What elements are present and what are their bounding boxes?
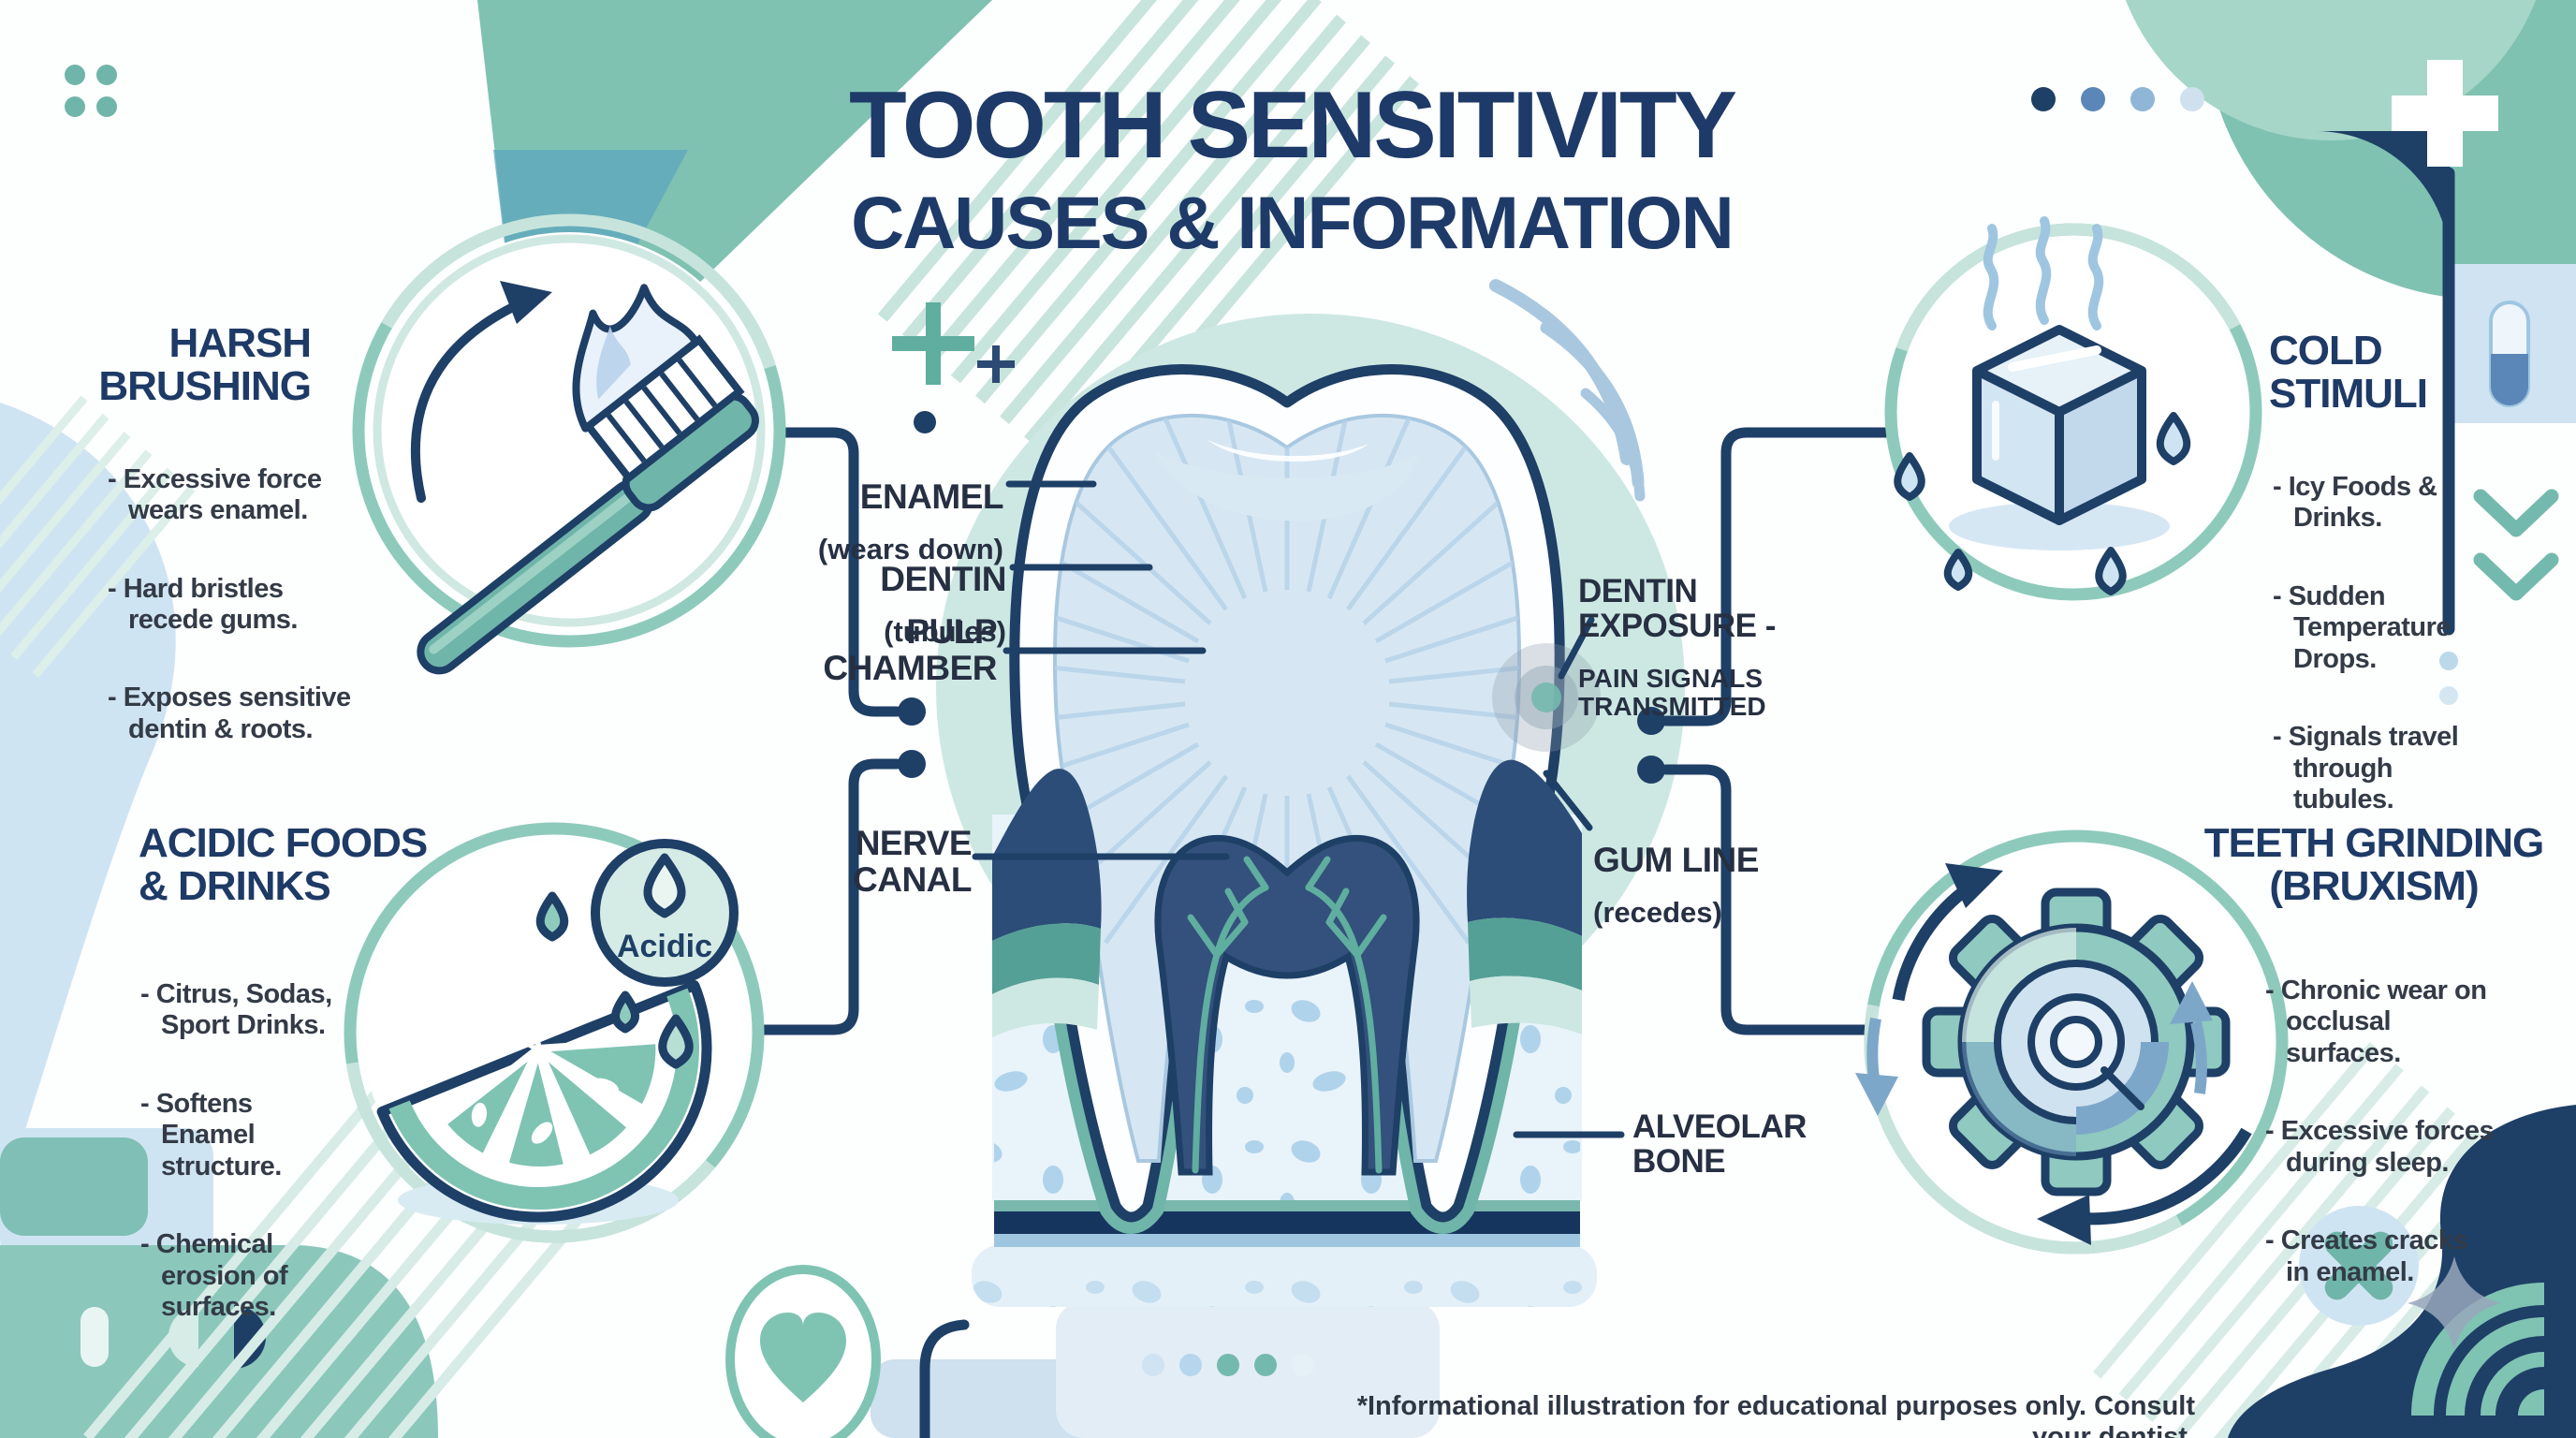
nerve-branches (1187, 856, 1387, 1174)
bottom-right-decor (2093, 1042, 2576, 1438)
droplet-icon (1894, 412, 2191, 595)
section-title-acidic-foods: ACIDIC FOODS & DRINKS (139, 820, 428, 909)
navy-quarter-shape (2316, 131, 2450, 265)
bullet-item: - Icy Foods & Drinks. (2273, 471, 2437, 534)
section-title-teeth-grinding: TEETH GRINDING (BRUXISM) (2203, 820, 2544, 909)
label-enamel-sub: (wears down) (817, 532, 1003, 565)
label-gum-line-title: GUM LINE (1593, 841, 1759, 879)
pulp-chamber (1154, 834, 1420, 1176)
citrus-slice-icon (344, 822, 765, 1243)
bullet-item: - Exposes sensitive dentin & roots. (108, 682, 351, 744)
connector-lines (754, 427, 1895, 1138)
stripes-left (0, 395, 196, 678)
connector-dots (898, 697, 1665, 784)
top-right-decor (2031, 0, 2576, 705)
acidic-badge-label: Acidic (616, 929, 713, 964)
section-bullets-teeth-grinding: - Chronic wear on occlusal surfaces. - E… (2265, 944, 2527, 1335)
footnote-disclaimer: *Informational illustration for educatio… (1356, 1391, 2195, 1438)
bottom-center-decor (725, 1265, 1440, 1438)
droplet-icon (535, 891, 694, 1069)
label-enamel: ENAMEL (wears down) (786, 462, 1004, 581)
page-title-line2: CAUSES & INFORMATION (851, 181, 1734, 264)
sensitivity-waves-icon (1489, 279, 1646, 502)
chevron-down-icon (2473, 489, 2559, 601)
label-dentin-exposure: DENTIN EXPOSURE - PAIN SIGNALS TRANSMITT… (1578, 558, 1812, 738)
bullet-item: - Excessive forces during sleep. (2265, 1116, 2495, 1178)
toothbrush-icon (352, 213, 786, 675)
label-pulp-chamber: PULP CHAMBER (823, 612, 997, 687)
label-dentin-sub: (tubules) (884, 614, 1006, 648)
label-dentin-exposure-title: DENTIN EXPOSURE - (1578, 573, 1776, 644)
label-dentin: DENTIN (tubules) (786, 545, 1006, 664)
section-bullets-cold-stimuli: - Icy Foods & Drinks. - Sudden Temperatu… (2273, 440, 2516, 863)
bullet-item: - Chronic wear on occlusal surfaces. (2265, 975, 2487, 1068)
label-enamel-title: ENAMEL (859, 477, 1004, 516)
label-gum-line-sub: (recedes) (1593, 895, 1722, 929)
bullet-item: - Hard bristles recede gums. (108, 573, 298, 636)
accent-dot (914, 411, 936, 433)
label-dentin-title: DENTIN (880, 560, 1006, 598)
section-title-cold-stimuli: COLD STIMULI (2269, 328, 2428, 417)
acidic-badge (591, 839, 739, 987)
dot-row-bottom (1142, 1354, 1314, 1376)
medical-cross-icon (2392, 60, 2498, 167)
bullet-item: - Excessive force wears enamel. (108, 463, 322, 526)
pain-spot (1492, 643, 1601, 752)
rotation-arrows (1855, 863, 2252, 1245)
page-title-line1: TOOTH SENSITIVITY (848, 73, 1737, 178)
section-bullets-harsh-brushing: - Excessive force wears enamel. - Hard b… (108, 433, 359, 792)
label-gum-line: GUM LINE (recedes) (1593, 826, 1808, 945)
steam-icon (1983, 216, 2104, 330)
pill-icon (2489, 301, 2530, 407)
bullet-item: - Sudden Temperature Drops. (2273, 580, 2452, 674)
label-alveolar-bone: ALVEOLAR BONE (1632, 1108, 1807, 1180)
bullet-item: - Softens Enamel structure. (140, 1088, 282, 1181)
bullet-item: - Citrus, Sodas, Sport Drinks. (140, 978, 332, 1041)
sparkle-icon (2408, 1256, 2501, 1350)
gum-right (1467, 759, 1582, 1034)
dot-grid-icon (65, 65, 117, 117)
x-icon (2299, 1206, 2419, 1326)
heart-icon (725, 1265, 881, 1438)
bullet-item: - Chemical erosion of surfaces. (140, 1229, 288, 1323)
bullet-item: - Creates cracks in enamel. (2265, 1225, 2468, 1287)
crown-shading (1153, 449, 1419, 521)
label-dentin-exposure-sub: PAIN SIGNALS TRANSMITTED (1578, 663, 1766, 721)
tooth-illustration (936, 279, 1685, 1307)
ice-cube-icon (1884, 216, 2262, 601)
gear-icon (1855, 829, 2289, 1255)
label-nerve-canal: NERVE CANAL (853, 824, 972, 899)
plus-icon (892, 302, 1015, 385)
section-title-harsh-brushing: HARSH BRUSHING (98, 320, 312, 409)
bullet-item: - Signals travel through tubules. (2273, 722, 2459, 815)
section-bullets-acidic-foods: - Citrus, Sodas, Sport Drinks. - Softens… (140, 947, 374, 1371)
dot-row-title (2031, 87, 2204, 111)
